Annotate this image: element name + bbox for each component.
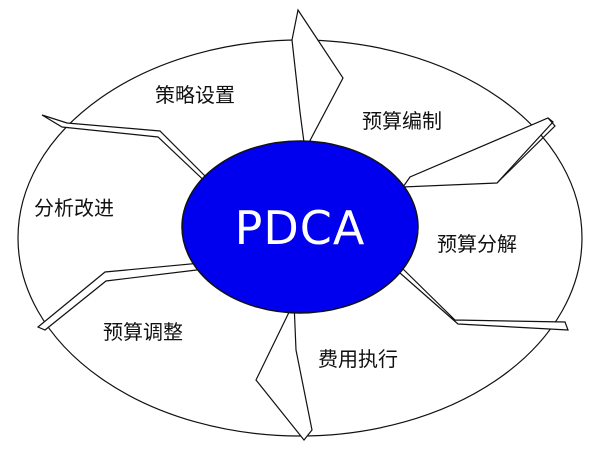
stage-label-decompose: 预算分解 xyxy=(437,232,517,256)
arrow-decompose-to-execute xyxy=(389,264,569,331)
stage-label-adjust: 预算调整 xyxy=(103,320,183,344)
stage-label-strategy: 策略设置 xyxy=(155,83,235,107)
stage-label-improve: 分析改进 xyxy=(34,196,114,220)
arrow-compile-head xyxy=(496,117,556,184)
arrow-strategy-to-compile xyxy=(291,8,344,152)
arrow-improve-to-strategy xyxy=(41,114,223,194)
pdca-center-circle xyxy=(181,140,419,314)
stage-label-execute: 费用执行 xyxy=(318,347,398,371)
stage-label-compile: 预算编制 xyxy=(362,109,442,133)
arrow-execute-to-adjust xyxy=(255,301,313,441)
pdca-center-label: PDCA xyxy=(235,201,366,255)
